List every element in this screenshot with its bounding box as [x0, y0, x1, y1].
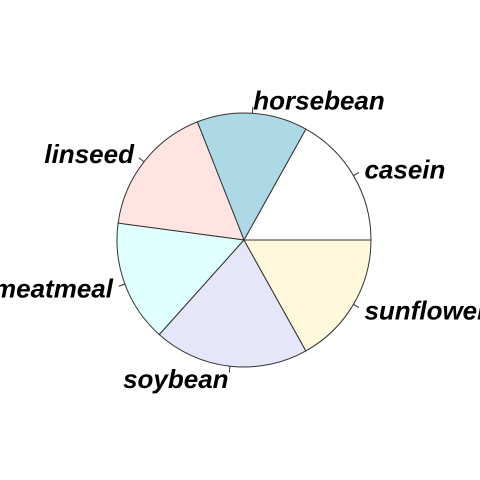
- slice-label-sunflower: sunflower: [364, 296, 480, 326]
- slice-label-horsebean: horsebean: [253, 86, 385, 116]
- pie-slice-linseed: [117, 121, 245, 241]
- pie-slice-meatmeal: [116, 222, 246, 336]
- pie-slice-casein: [243, 128, 372, 241]
- label-tick-sunflower: [353, 303, 360, 308]
- pie-slice-horsebean: [196, 112, 307, 242]
- label-tick-soybean: [228, 366, 231, 373]
- label-ticks: [118, 106, 360, 373]
- label-tick-casein: [353, 172, 360, 177]
- slice-label-casein: casein: [364, 154, 445, 184]
- slice-labels: casein horsebean linseed meatmeal soybean sun…: [0, 86, 480, 394]
- slice-label-meatmeal: meatmeal: [0, 273, 114, 303]
- label-tick-meatmeal: [118, 283, 126, 287]
- slice-label-soybean: soybean: [123, 364, 229, 394]
- slice-label-linseed: linseed: [44, 139, 135, 169]
- pie-slice-soybean: [158, 239, 307, 368]
- label-tick-linseed: [138, 157, 145, 163]
- pie-slice-sunflower: [243, 239, 372, 352]
- pie-slices: [116, 112, 372, 368]
